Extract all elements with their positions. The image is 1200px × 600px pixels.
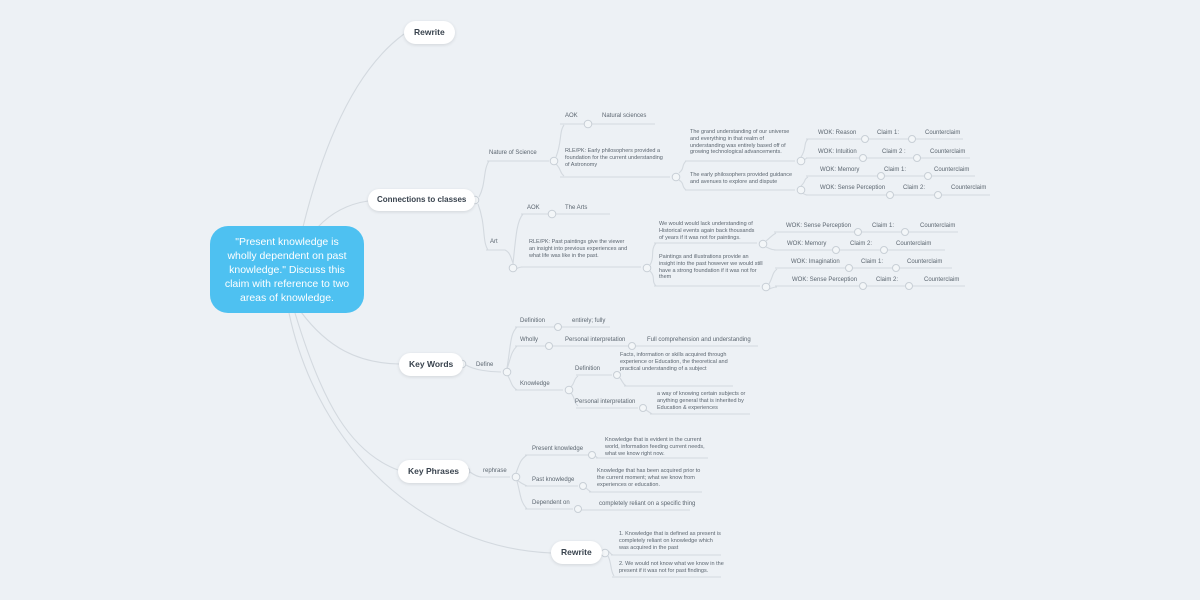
node-wok[interactable]: WOK: Intuition [818, 149, 857, 155]
node-personal-interpretation-value[interactable]: a way of knowing certain subjects or any… [657, 391, 746, 411]
node-definition[interactable]: Definition [575, 366, 601, 372]
node-key-words[interactable]: Key Words [399, 353, 464, 376]
node-counterclaim[interactable]: Counterclaim [930, 149, 966, 155]
node-claim[interactable]: Claim 2: [876, 277, 899, 283]
node-rle-science[interactable]: RLE/PK: Early philosophers provided a fo… [565, 148, 663, 168]
node-wholly[interactable]: Wholly [520, 337, 539, 343]
node-wok[interactable]: WOK: Sense Perception [786, 223, 852, 229]
node-claim[interactable]: Claim 1: [877, 130, 900, 136]
node-counterclaim[interactable]: Counterclaim [925, 130, 961, 136]
node-wok[interactable]: WOK: Sense Perception [820, 185, 886, 191]
node-present-knowledge[interactable]: Present knowledge [532, 446, 584, 452]
node-the-arts[interactable]: The Arts [565, 205, 588, 211]
node-claim[interactable]: Claim 1: [872, 223, 895, 229]
node-counterclaim[interactable]: Counterclaim [920, 223, 956, 229]
node-claim[interactable]: Claim 1: [861, 259, 884, 265]
central-topic[interactable]: "Present knowledge is wholly dependent o… [210, 226, 364, 313]
node-rephrase[interactable]: rephrase [483, 468, 507, 474]
node-science-claim-group-2[interactable]: The early philosophers provided guidance… [690, 172, 793, 185]
node-dependent-on-value[interactable]: completely reliant on a specific thing [599, 501, 696, 507]
node-counterclaim[interactable]: Counterclaim [907, 259, 943, 265]
node-past-knowledge-value[interactable]: Knowledge that has been acquired prior t… [597, 468, 701, 488]
node-knowledge[interactable]: Knowledge [520, 381, 550, 387]
node-claim[interactable]: Claim 2 : [882, 149, 906, 155]
node-art[interactable]: Art [490, 239, 498, 245]
node-nature-of-science[interactable]: Nature of Science [489, 150, 537, 156]
node-claim[interactable]: Claim 2: [903, 185, 926, 191]
node-personal-interpretation[interactable]: Personal interpretation [575, 399, 636, 405]
node-counterclaim[interactable]: Counterclaim [951, 185, 987, 191]
node-rewrite-item-1[interactable]: 1. Knowledge that is defined as present … [619, 531, 721, 551]
node-present-knowledge-value[interactable]: Knowledge that is evident in the current… [605, 437, 705, 457]
node-art-claim-group-1[interactable]: We would would lack understanding of His… [659, 221, 755, 241]
node-wok[interactable]: WOK: Memory [787, 241, 827, 247]
node-counterclaim[interactable]: Counterclaim [896, 241, 932, 247]
node-personal-interpretation[interactable]: Personal interpretation [565, 337, 626, 343]
node-natural-sciences[interactable]: Natural sciences [602, 113, 647, 119]
node-aok-science[interactable]: AOK [565, 113, 578, 119]
node-key-phrases[interactable]: Key Phrases [398, 460, 470, 483]
node-connections-to-classes[interactable]: Connections to classes [368, 189, 476, 211]
node-wok[interactable]: WOK: Memory [820, 167, 860, 173]
node-rle-art[interactable]: RLE/PK: Past paintings give the viewer a… [529, 239, 628, 259]
node-wok[interactable]: WOK: Sense Perception [792, 277, 858, 283]
node-personal-interpretation-value[interactable]: Full comprehension and understanding [647, 337, 751, 343]
node-aok-art[interactable]: AOK [527, 205, 540, 211]
node-claim[interactable]: Claim 1: [884, 167, 907, 173]
node-counterclaim[interactable]: Counterclaim [924, 277, 960, 283]
node-definition-value[interactable]: Facts, information or skills acquired th… [620, 352, 728, 372]
node-define[interactable]: Define [476, 362, 494, 368]
node-claim[interactable]: Claim 2: [850, 241, 873, 247]
node-rewrite-item-2[interactable]: 2. We would not know what we know in the… [619, 561, 724, 574]
node-wok[interactable]: WOK: Reason [818, 130, 857, 136]
node-rewrite-bottom[interactable]: Rewrite [551, 541, 602, 564]
node-art-claim-group-2[interactable]: Paintings and illustrations provide an i… [659, 254, 763, 281]
node-counterclaim[interactable]: Counterclaim [934, 167, 970, 173]
node-wok[interactable]: WOK: Imagination [791, 259, 840, 265]
node-past-knowledge[interactable]: Past knowledge [532, 477, 575, 483]
node-definition[interactable]: Definition [520, 318, 546, 324]
node-dependent-on[interactable]: Dependent on [532, 500, 570, 506]
node-rewrite-top[interactable]: Rewrite [404, 21, 455, 44]
node-science-claim-group-1[interactable]: The grand understanding of our universe … [690, 129, 790, 156]
node-definition-value[interactable]: entirely; fully [572, 318, 606, 324]
